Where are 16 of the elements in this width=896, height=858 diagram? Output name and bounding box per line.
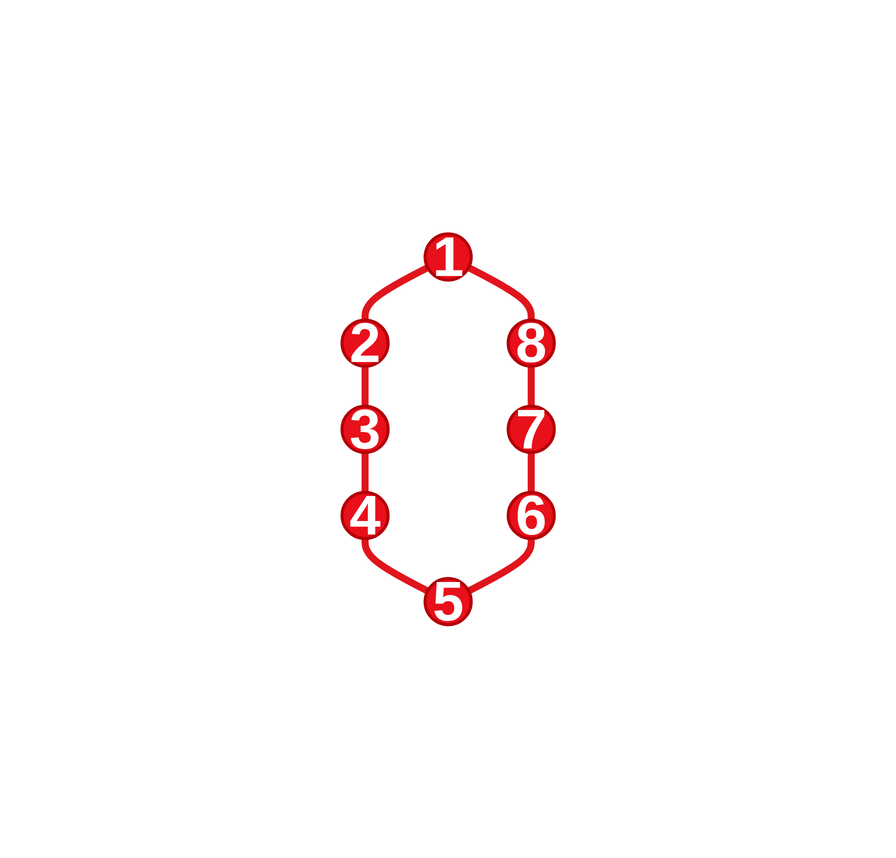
node-circle: 8	[506, 318, 556, 368]
connector	[361, 452, 368, 492]
node-circle: 2	[340, 318, 390, 368]
node-circle: 4	[340, 490, 390, 540]
connector	[528, 366, 535, 406]
node-circle: 1	[423, 232, 473, 282]
node-circle: 7	[506, 404, 556, 454]
connector	[361, 264, 430, 320]
connector	[361, 538, 430, 594]
node-circle: 6	[506, 490, 556, 540]
connector	[528, 452, 535, 492]
node-circle: 3	[340, 404, 390, 454]
node-circle: 5	[423, 576, 473, 626]
connector	[466, 538, 535, 594]
connector	[361, 366, 368, 406]
connector	[466, 264, 535, 320]
